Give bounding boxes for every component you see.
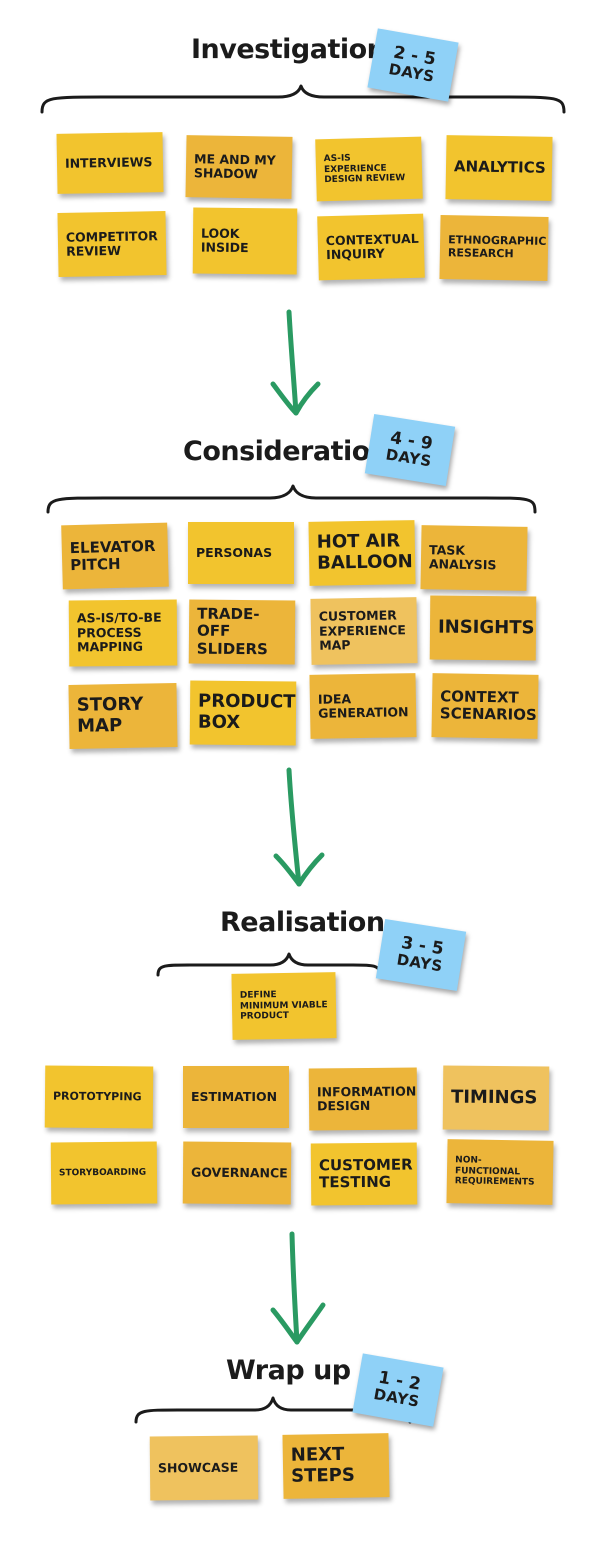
- note-showcase: SHOWCASE: [149, 1435, 259, 1501]
- note-contextual-inquiry: CONTEXTUAL INQUIRY: [317, 213, 425, 281]
- note-as-is-experience-design-review: AS-IS EXPERIENCE DESIGN REVIEW: [315, 136, 423, 202]
- brace-realisation: [156, 952, 382, 977]
- arrow-investigation-to-consideration: [270, 309, 321, 416]
- phase-title-wrap-up: Wrap up: [226, 1355, 351, 1386]
- note-ethnographic-research: ETHNOGRAPHIC RESEARCH: [439, 215, 549, 281]
- phase-title-consideration: Consideration: [183, 436, 389, 467]
- note-story-map: STORY MAP: [68, 683, 178, 749]
- brace-consideration: [46, 484, 537, 514]
- note-information-design: INFORMATION DESIGN: [308, 1067, 418, 1131]
- phase-title-realisation: Realisation: [220, 907, 385, 938]
- note-elevator-pitch: ELEVATOR PITCH: [61, 522, 169, 590]
- note-storyboarding: STORYBOARDING: [50, 1141, 158, 1205]
- duration-unit: DAYS: [395, 950, 445, 976]
- note-prototyping: PROTOTYPING: [44, 1065, 154, 1129]
- note-non-functional-requirements: NON-FUNCTIONAL REQUIREMENTS: [446, 1139, 554, 1205]
- duration-badge-realisation: 3 - 5 DAYS: [375, 918, 467, 992]
- duration-badge-consideration: 4 - 9 DAYS: [364, 413, 456, 487]
- note-define-minimum-viable-product: DEFINE MINIMUM VIABLE PRODUCT: [231, 972, 337, 1040]
- note-task-analysis: TASK ANALYSIS: [420, 525, 528, 591]
- note-customer-testing: CUSTOMER TESTING: [310, 1142, 418, 1206]
- arrow-realisation-to-wrap-up: [270, 1231, 326, 1345]
- note-analytics: ANALYTICS: [445, 135, 553, 201]
- note-customer-experience-map: CUSTOMER EXPERIENCE MAP: [310, 597, 418, 665]
- note-as-is-to-be-process-mapping: AS-IS/TO-BE PROCESS MAPPING: [68, 599, 178, 667]
- note-product-box: PRODUCT BOX: [189, 680, 297, 746]
- note-personas: PERSONAS: [188, 522, 294, 584]
- note-me-and-my-shadow: ME AND MY SHADOW: [185, 135, 293, 199]
- note-timings: TIMINGS: [442, 1065, 550, 1131]
- duration-unit: DAYS: [384, 445, 434, 471]
- note-look-inside: LOOK INSIDE: [192, 207, 298, 275]
- note-governance: GOVERNANCE: [182, 1141, 292, 1205]
- arrow-consideration-to-realisation: [273, 767, 325, 887]
- note-idea-generation: IDEA GENERATION: [309, 673, 417, 739]
- note-competitor-review: COMPETITOR REVIEW: [57, 211, 167, 277]
- note-estimation: ESTIMATION: [183, 1066, 289, 1128]
- note-next-steps: NEXT STEPS: [282, 1433, 390, 1499]
- phase-title-investigation: Investigation: [191, 34, 386, 65]
- brace-investigation: [40, 84, 566, 114]
- note-hot-air-balloon: HOT AIR BALLOON: [308, 520, 416, 586]
- note-context-scenarios: CONTEXT SCENARIOS: [431, 673, 539, 739]
- note-insights: INSIGHTS: [429, 595, 537, 661]
- note-trade-off-sliders: TRADE-OFF SLIDERS: [188, 599, 296, 665]
- note-interviews: INTERVIEWS: [56, 132, 164, 194]
